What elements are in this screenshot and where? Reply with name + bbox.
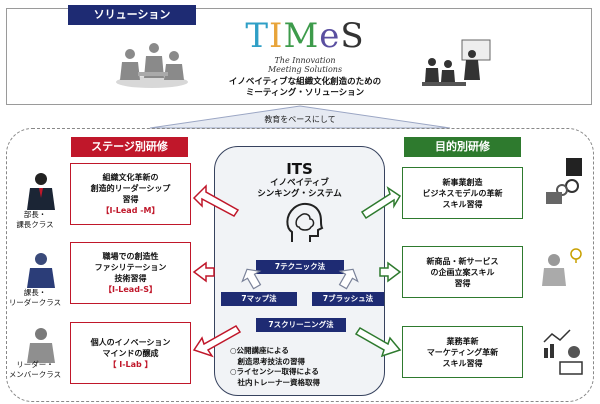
green-arrows [354, 186, 402, 358]
presentation-illustration [422, 39, 491, 86]
solution-label: ソリューション [68, 5, 196, 25]
stage-box-i-lab: 個人のイノベーション マインドの醸成 【 I-Lab 】 [70, 322, 191, 384]
arrow-to-new-product [379, 261, 402, 283]
purpose-box-new-business: 新事業創造 ビジネスモデルの革新 スキル習得 [402, 167, 523, 219]
method-7-brush: 7ブラッシュ法 [312, 292, 384, 306]
method-7-screening: 7スクリーニング法 [256, 318, 346, 332]
logo-tagline: The Innovation Meeting Solutions [230, 56, 380, 74]
meeting-people-illustration [116, 43, 188, 88]
class-label-leader: 課長・ リーダークラス [8, 288, 62, 307]
purpose-box-operations: 業務革新 マーケティング革新 スキル習得 [402, 326, 523, 378]
business-icons [546, 158, 582, 204]
stage-tag-lead-m: 【I-Lead -M】 [101, 206, 160, 215]
subtitle-line-2: ミーティング・ソリューション [245, 88, 365, 98]
logo-letter-1: I [269, 16, 284, 56]
education-base-label: 教育をベースにして [264, 115, 336, 124]
logo-letter-3: e [319, 16, 341, 56]
stage-box-lead-m: 組織文化革新の 創造的リーダーシップ 習得 【I-Lead -M】 [70, 163, 191, 225]
method-arrows [241, 268, 359, 290]
class-label-member: リーダー・ メンバークラス [8, 360, 62, 379]
its-title: ITS [286, 160, 313, 178]
class-label-manager: 部長・ 課長クラス [16, 210, 54, 229]
subtitle-line-1: イノベイティブな組織文化創造のための [228, 77, 382, 87]
red-arrows [192, 184, 242, 358]
arrow-to-lead-m [192, 184, 240, 217]
tagline-line-1: The Innovation [274, 56, 336, 65]
purpose-box-new-product: 新商品・新サービス の企画立案スキル 習得 [402, 246, 523, 298]
leader-person-icon [27, 253, 55, 288]
logo-letter-4: S [340, 16, 365, 56]
its-notes: ○公開講座による 創造思考技法の習得 ○ライセンシー取得による 社内トレーナー資… [230, 346, 320, 387]
manager-person-icon [27, 173, 55, 210]
times-logo: TIMeS [240, 14, 370, 58]
purpose-training-header: 目的別研修 [404, 137, 521, 157]
arrow-to-operations [354, 327, 402, 358]
method-7-map: 7マップ法 [221, 292, 297, 306]
stage-box-lead-s: 職場での創造性 ファシリテーション 技術習得 【I-Lead-S】 [70, 242, 191, 304]
logo-letter-2: M [283, 16, 320, 56]
solution-subtitle: イノベイティブな組織文化創造のための ミーティング・ソリューション [200, 77, 410, 99]
member-person-icon [27, 328, 55, 363]
analytics-icons [543, 329, 583, 375]
stage-training-header: ステージ別研修 [71, 137, 188, 157]
arrow-to-lead-s [192, 261, 215, 283]
arrow-to-i-lab [192, 325, 242, 358]
method-7-technique: 7テクニック法 [256, 260, 344, 274]
idea-person-icon [542, 248, 582, 286]
thinking-head-icon [286, 202, 324, 242]
tagline-line-2: Meeting Solutions [267, 65, 343, 74]
arrow-to-new-business [360, 186, 402, 220]
its-subtitle: イノベイティブ シンキング・システム [257, 178, 342, 199]
logo-letter-0: T [245, 16, 269, 56]
stage-tag-lead-s: 【I-Lead-S】 [103, 285, 158, 294]
training-panel [6, 128, 594, 402]
stage-tag-i-lab: 【 I-Lab 】 [108, 359, 153, 369]
